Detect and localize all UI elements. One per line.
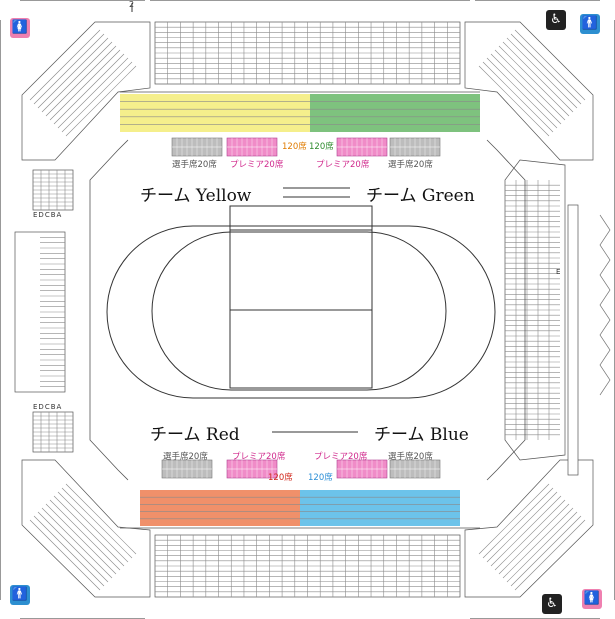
seat-row-line — [37, 37, 109, 109]
seat-row-line — [57, 57, 129, 129]
seat-row-line — [478, 483, 550, 555]
seat-row-line — [502, 41, 574, 113]
arena-floor — [106, 187, 496, 433]
seat-row-line — [49, 499, 121, 571]
row-letters-left-bottom: EDCBA — [33, 403, 63, 411]
seat-row-line — [494, 499, 566, 571]
bottom-player-left-label: 選手席20席 — [163, 452, 208, 462]
seat-row-line — [490, 53, 562, 125]
block-yellow[interactable] — [120, 94, 310, 132]
seat-row-line — [61, 487, 133, 559]
seat-row-line — [29, 29, 101, 101]
gate-number: 2 — [129, 0, 135, 9]
top-player-left-label: 選手席20席 — [172, 160, 217, 170]
block-red[interactable] — [140, 490, 300, 526]
corner-stand-bottom-left — [21, 459, 151, 598]
top-premier-right-label: プレミア20席 — [316, 160, 370, 170]
right-side-stand — [504, 159, 579, 476]
top-count-green: 120席 — [309, 142, 334, 152]
block-blue[interactable] — [300, 490, 460, 526]
team-label-red: チーム Red — [150, 425, 240, 445]
seat-row-line — [41, 507, 113, 579]
corner-stand-bottom-right — [464, 459, 594, 598]
seat-row-line — [45, 503, 117, 575]
wheelchair-icon[interactable]: ♿ — [542, 594, 562, 614]
corner-stand-top-left — [21, 21, 151, 161]
bottom-count-blue: 120席 — [308, 473, 333, 483]
woman-icon[interactable]: 🚺 — [582, 589, 602, 609]
seat-row-line — [49, 49, 121, 121]
seat-row-line — [57, 491, 129, 563]
top-player-right-label: 選手席20席 — [388, 160, 433, 170]
seat-row-line — [61, 61, 133, 133]
team-label-blue: チーム Blue — [374, 425, 469, 445]
seat-row-line — [510, 33, 582, 105]
row-letter-right-e: E — [556, 268, 561, 276]
seat-row-line — [498, 45, 570, 117]
seat-row-line — [490, 495, 562, 567]
seat-row-line — [482, 61, 554, 133]
seat-row-line — [45, 45, 117, 117]
woman-icon[interactable]: 🚺 — [10, 18, 30, 38]
seat-row-line — [33, 515, 105, 587]
top-center-stand — [154, 21, 461, 85]
player-premier-boxes — [161, 137, 441, 479]
team-label-green: チーム Green — [366, 186, 475, 206]
bottom-count-red: 120席 — [268, 473, 293, 483]
row-letters-left-top: EDCBA — [33, 211, 63, 219]
seat-row-line — [33, 33, 105, 105]
seat-row-line — [478, 65, 550, 137]
seat-row-line — [502, 507, 574, 579]
seat-row-line — [41, 41, 113, 113]
wheelchair-icon[interactable]: ♿ — [546, 10, 566, 30]
seat-row-line — [514, 29, 586, 101]
block-green[interactable] — [310, 94, 480, 132]
bottom-premier-left-label: プレミア20席 — [232, 452, 286, 462]
seat-row-line — [514, 519, 586, 591]
bottom-center-stand — [154, 534, 461, 598]
ramp-right — [599, 214, 611, 396]
seat-row-line — [486, 57, 558, 129]
seat-row-line — [65, 483, 137, 555]
seat-row-line — [65, 65, 137, 137]
seat-row-line — [498, 503, 570, 575]
seat-row-line — [482, 487, 554, 559]
team-label-yellow: チーム Yellow — [140, 186, 252, 206]
seat-row-line — [29, 519, 101, 591]
man-icon[interactable]: 🚹 — [10, 585, 30, 605]
seat-row-line — [510, 515, 582, 587]
man-icon[interactable]: 🚹 — [580, 14, 600, 34]
bottom-premier-right-label: プレミア20席 — [314, 452, 368, 462]
bottom-player-right-label: 選手席20席 — [388, 452, 433, 462]
seat-row-line — [486, 491, 558, 563]
left-side-stand — [14, 169, 550, 453]
corner-stand-top-right — [464, 21, 594, 161]
seat-row-line — [506, 511, 578, 583]
seat-row-line — [506, 37, 578, 109]
seat-row-line — [53, 53, 125, 125]
team-blocks — [120, 94, 480, 526]
seat-row-line — [53, 495, 125, 567]
top-count-yellow: 120席 — [282, 142, 307, 152]
top-premier-left-label: プレミア20席 — [230, 160, 284, 170]
seat-row-line — [37, 511, 109, 583]
seat-row-line — [494, 49, 566, 121]
inner-bowl — [89, 91, 526, 529]
